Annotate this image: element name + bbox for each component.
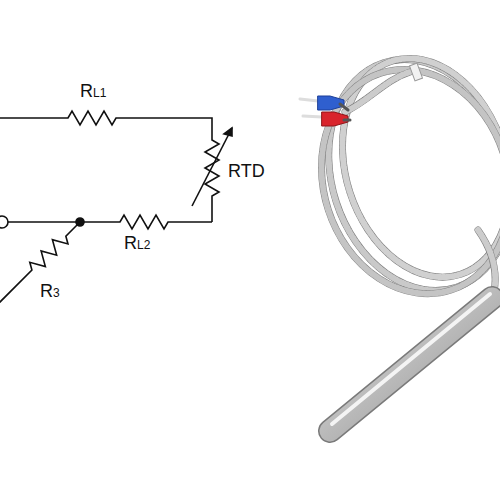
- resistor-r3: [0, 217, 85, 319]
- component-label: RTD: [228, 162, 265, 180]
- wire-rl1: [0, 111, 219, 222]
- component-label: R3: [40, 282, 60, 300]
- wire-rl2: [8, 215, 212, 229]
- junction-dot: [76, 218, 84, 226]
- schematic: [0, 111, 232, 319]
- component-label: RL2: [124, 234, 150, 252]
- terminal: [0, 216, 8, 228]
- component-label: RL1: [80, 82, 106, 100]
- rtd-probe-photo: [290, 36, 500, 431]
- variable-arrow: [192, 128, 232, 206]
- arrow-head: [224, 128, 232, 136]
